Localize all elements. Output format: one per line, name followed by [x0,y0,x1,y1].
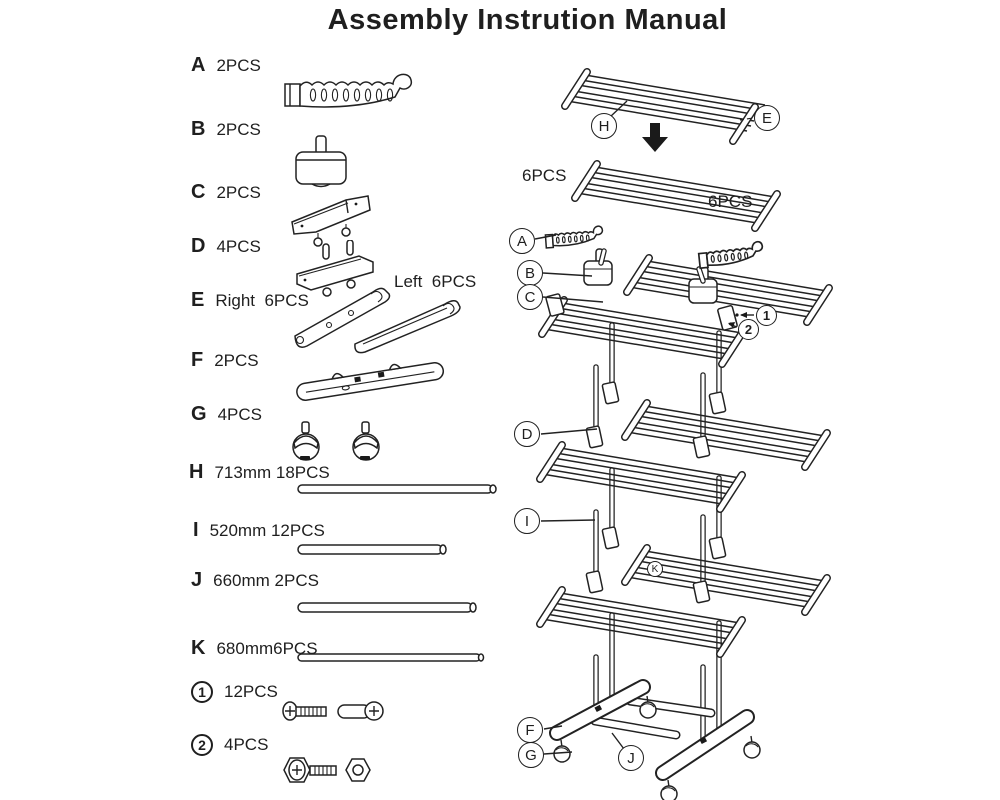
part-qty: 660mm 2PCS [213,570,319,590]
part-letter: D [191,235,206,257]
part-letter: E [191,289,205,311]
callout-b: B [517,260,543,286]
step-exploded-shelf [561,68,777,228]
part-qty: 2PCS [216,55,261,75]
part-e-drawing [294,287,461,354]
tier-2 [540,381,827,509]
part-k-drawing [297,653,485,662]
part-row-k: K 680mm6PCS [191,637,318,660]
part-letter: J [191,569,203,591]
part-h-drawing [297,484,497,494]
part-qty: 2PCS [216,182,261,202]
part-qty: 2PCS [216,119,261,139]
part-row-f: F 2PCS [191,349,259,372]
step-qty-left: 6PCS [522,166,567,185]
part-j-drawing [297,602,477,613]
part-a-drawing [284,73,413,108]
callout-d: D [514,421,540,447]
part-qty: 4PCS [216,236,261,256]
part-qty: Right 6PCS [215,290,309,310]
part-qty: 4PCS [224,735,269,754]
part-letter: B [191,118,206,140]
part-row-h: H 713mm 18PCS [189,461,330,484]
part-letter: K [191,637,206,659]
part-letter: H [189,461,204,483]
part-letter: A [191,54,206,76]
part-i-drawing [297,544,447,555]
part-e-left-qty: Left 6PCS [394,272,477,291]
part-row-g: G 4PCS [191,403,262,426]
part-d-drawing [296,240,374,297]
callout-g: G [518,742,544,768]
part-qty: 4PCS [217,404,262,424]
part-b-drawing [295,135,347,188]
callout-j: J [618,745,644,771]
part-row-d: D 4PCS [191,235,261,258]
part-c-drawing [291,195,371,247]
leader-lines [534,234,754,755]
part-row-b: B 2PCS [191,118,261,141]
tier-3 [540,526,827,654]
part-f-drawing [296,361,445,401]
callout-c: C [517,284,543,310]
part-letter: G [191,403,207,425]
part-number-circle: 2 [191,734,213,756]
part-g-drawing [292,421,380,461]
part-letter: I [193,519,199,541]
callout-screw2: 2 [738,319,759,340]
part-row-j: J 660mm 2PCS [191,569,319,592]
part-qty: 2PCS [214,350,259,370]
hardware-1-drawing [282,701,384,721]
callout-e: E [754,105,780,131]
part-row-screw2: 2 4PCS [191,734,268,756]
step-qty-right: 6PCS [708,192,753,211]
part-row-a: A 2PCS [191,54,261,77]
callout-f: F [517,717,543,743]
page-title: Assembly Instrution Manual [327,4,728,36]
part-qty: 520mm 12PCS [209,520,325,540]
part-number-circle: 1 [191,681,213,703]
part-letter: C [191,181,206,203]
base-frame [549,679,761,800]
part-qty: 12PCS [224,682,278,701]
down-arrow [642,123,668,152]
part-row-screw1: 1 12PCS [191,681,278,703]
callout-a: A [509,228,535,254]
hardware-2-drawing [283,757,371,783]
tier-1 [542,225,829,364]
part-row-e: E Right 6PCS [191,289,309,312]
assembly-diagram [534,68,1000,800]
callout-i: I [514,508,540,534]
callout-k: K [647,561,663,577]
callout-screw1: 1 [756,305,777,326]
part-qty: 713mm 18PCS [214,462,330,482]
callout-h: H [591,113,617,139]
part-row-c: C 2PCS [191,181,261,204]
part-row-i: I 520mm 12PCS [193,519,325,542]
part-qty: 680mm6PCS [216,638,318,658]
part-letter: F [191,349,204,371]
